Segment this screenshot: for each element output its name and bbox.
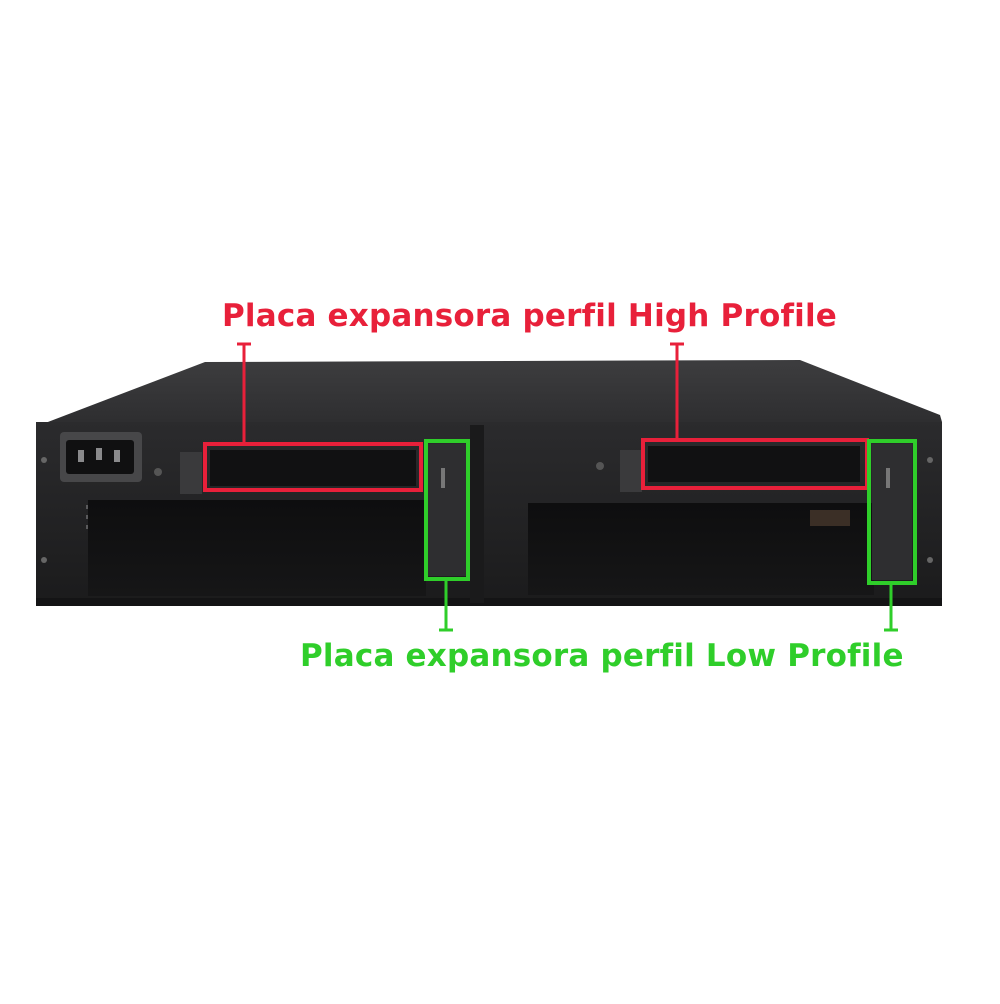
low-profile-slot-left <box>428 444 466 576</box>
high-profile-slot-left <box>210 450 416 486</box>
high-profile-label: Placa expansora perfil High Profile <box>222 298 838 334</box>
low-profile-slot-right-latch <box>886 468 890 488</box>
screw <box>927 557 933 563</box>
low-profile-slot-right <box>872 444 912 580</box>
expansion-bracket-left <box>180 452 202 494</box>
chassis-bottom-edge <box>36 598 942 606</box>
screw <box>154 468 162 476</box>
expansion-bracket-right <box>620 450 642 492</box>
chassis-top <box>38 360 942 430</box>
screw <box>41 557 47 563</box>
high-profile-slot-right <box>648 446 860 482</box>
low-profile-slot-left-latch <box>441 468 445 488</box>
high-profile-highlight-left <box>203 442 423 492</box>
screw <box>41 457 47 463</box>
screw <box>927 457 933 463</box>
low-profile-label: Placa expansora perfil Low Profile <box>300 638 904 674</box>
center-divider <box>470 425 484 603</box>
screw <box>596 462 604 470</box>
low-profile-callout <box>424 439 917 632</box>
cable-detail <box>810 510 850 526</box>
power-inlet <box>60 432 142 482</box>
open-bay-left <box>88 500 426 596</box>
